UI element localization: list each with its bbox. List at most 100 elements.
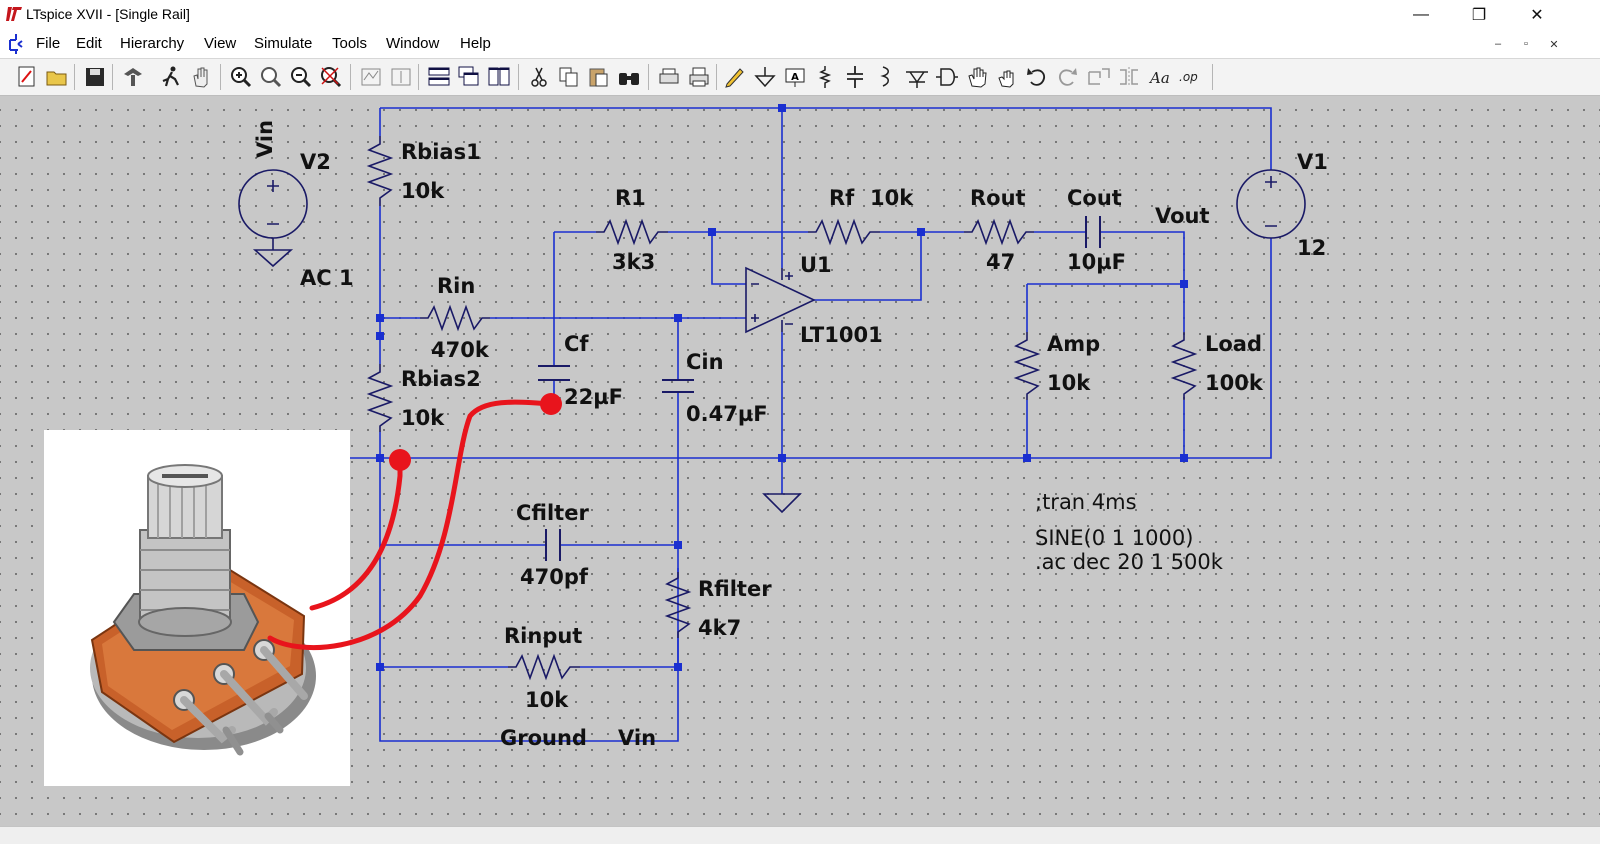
menu-hierarchy[interactable]: Hierarchy	[120, 35, 185, 52]
tran-directive[interactable]: ;tran 4ms	[1035, 490, 1137, 514]
rbias1-value: 10k	[401, 179, 445, 203]
ground-icon[interactable]	[752, 64, 778, 90]
menu-bar: File Edit Hierarchy View Simulate Tools …	[0, 30, 1600, 58]
toolbar-separator	[1212, 64, 1213, 90]
ac-directive[interactable]: .ac dec 20 1 500k	[1035, 550, 1223, 574]
cfilter-capacitor	[545, 529, 561, 561]
window-title: LTspice XVII - [Single Rail]	[26, 6, 190, 22]
svg-text:A: A	[791, 72, 799, 83]
rf-name: Rf	[829, 186, 855, 210]
ltspice-logo-icon	[6, 7, 22, 21]
status-bar	[0, 826, 1600, 844]
minimize-button[interactable]: —	[1413, 6, 1429, 23]
mdi-restore-button[interactable]: ▫	[1524, 38, 1528, 50]
u1-value: LT1001	[800, 323, 883, 347]
zoom-out-icon[interactable]	[288, 64, 314, 90]
cascade-icon[interactable]	[456, 64, 482, 90]
halt-icon[interactable]	[188, 64, 214, 90]
vertical-autorange-icon[interactable]	[388, 64, 414, 90]
sine-directive[interactable]: SINE(0 1 1000)	[1035, 526, 1194, 550]
control-panel-icon[interactable]	[120, 64, 146, 90]
rotate-icon[interactable]	[1086, 64, 1112, 90]
zoom-in-icon[interactable]	[228, 64, 254, 90]
cf-name: Cf	[564, 332, 589, 356]
toolbar-separator	[518, 64, 519, 90]
toolbar-separator	[112, 64, 113, 90]
amp-value: 10k	[1047, 371, 1091, 395]
rbias1-resistor	[366, 136, 394, 206]
v1-name: V1	[1297, 150, 1328, 174]
r1-value: 3k3	[612, 250, 656, 274]
spice-directive-icon[interactable]: .op	[1178, 64, 1204, 90]
amp-resistor	[1013, 332, 1041, 400]
toolbar-separator	[350, 64, 351, 90]
tile-vertical-icon[interactable]	[486, 64, 512, 90]
print-setup-icon[interactable]	[656, 64, 682, 90]
schematic-doc-icon	[9, 34, 23, 54]
load-name: Load	[1205, 332, 1263, 356]
mdi-minimize-button[interactable]: –	[1494, 38, 1502, 50]
u1-opamp	[745, 266, 816, 334]
cin-value: 0.47µF	[686, 402, 768, 426]
save-icon[interactable]	[82, 64, 108, 90]
u1-name: U1	[800, 253, 832, 277]
toolbar-separator	[74, 64, 75, 90]
r1-name: R1	[615, 186, 646, 210]
component-icon[interactable]	[934, 64, 960, 90]
wire-junctions	[376, 104, 1188, 671]
print-icon[interactable]	[686, 64, 712, 90]
redo-icon[interactable]	[1054, 64, 1080, 90]
svg-text:Aa: Aa	[1148, 69, 1170, 87]
mirror-icon[interactable]	[1116, 64, 1142, 90]
rbias2-resistor	[366, 364, 394, 432]
capacitor-icon[interactable]	[842, 64, 868, 90]
toolbar-separator	[648, 64, 649, 90]
menu-view[interactable]: View	[204, 35, 237, 52]
wires	[350, 107, 1272, 742]
vin-net-label: Vin	[618, 726, 657, 750]
menu-window[interactable]: Window	[386, 35, 440, 52]
cout-value: 10µF	[1067, 250, 1127, 274]
cin-name: Cin	[686, 350, 724, 374]
v1-value: 12	[1297, 236, 1327, 260]
mdi-close-button[interactable]: ✕	[1549, 39, 1559, 51]
cut-icon[interactable]	[526, 64, 552, 90]
inductor-icon[interactable]	[872, 64, 898, 90]
paste-icon[interactable]	[586, 64, 612, 90]
zoom-pan-icon[interactable]	[258, 64, 284, 90]
tile-horizontal-icon[interactable]	[426, 64, 452, 90]
close-button[interactable]: ✕	[1530, 7, 1544, 24]
draw-wire-icon[interactable]	[722, 64, 748, 90]
v2-value: AC 1	[300, 266, 354, 290]
run-icon[interactable]	[158, 64, 184, 90]
cfilter-name: Cfilter	[516, 501, 589, 525]
zoom-fit-icon[interactable]	[318, 64, 344, 90]
drag-icon[interactable]	[994, 64, 1020, 90]
new-schematic-icon[interactable]	[14, 64, 40, 90]
svg-text:.op: .op	[1179, 70, 1198, 84]
maximize-button[interactable]: ❐	[1471, 7, 1487, 24]
menu-file[interactable]: File	[36, 35, 61, 52]
resistor-icon[interactable]	[812, 64, 838, 90]
rbias2-value: 10k	[401, 406, 445, 430]
move-icon[interactable]	[964, 64, 990, 90]
load-value: 100k	[1205, 371, 1263, 395]
menu-help[interactable]: Help	[460, 35, 491, 52]
label-net-icon[interactable]: A	[782, 64, 808, 90]
menu-edit[interactable]: Edit	[76, 35, 102, 52]
potentiometer-photo	[44, 430, 350, 786]
diode-icon[interactable]	[904, 64, 930, 90]
schematic-drawing	[238, 104, 1306, 742]
cf-capacitor	[538, 365, 570, 381]
open-icon[interactable]	[44, 64, 70, 90]
undo-icon[interactable]	[1024, 64, 1050, 90]
autorange-icon[interactable]	[358, 64, 384, 90]
schematic-canvas[interactable]: Vin V2 AC 1 Rbias1 10k R1 3k3 Rf 10k Rou…	[0, 96, 1600, 826]
find-icon[interactable]	[616, 64, 642, 90]
cf-value: 22µF	[564, 385, 624, 409]
text-icon[interactable]: Aa	[1148, 64, 1174, 90]
menu-tools[interactable]: Tools	[332, 35, 368, 52]
menu-simulate[interactable]: Simulate	[254, 35, 313, 52]
copy-icon[interactable]	[556, 64, 582, 90]
toolbar: A Aa .op	[0, 58, 1600, 96]
